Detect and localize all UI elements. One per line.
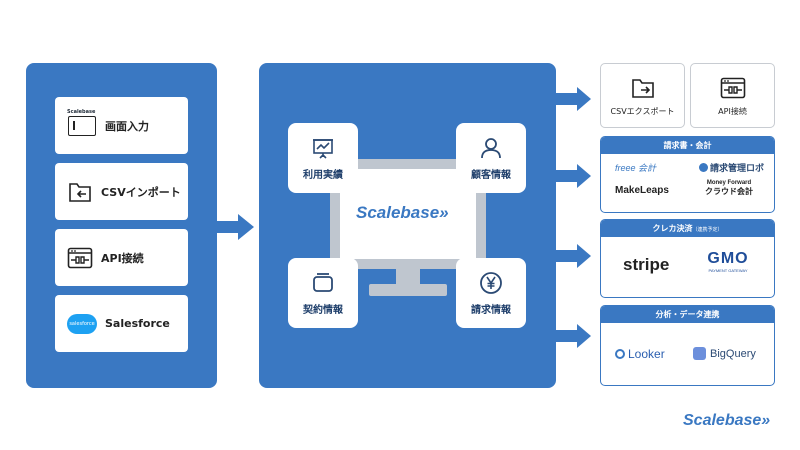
api-icon [720, 77, 745, 99]
input-label-api: API接続 [101, 251, 144, 265]
freee-logo-text: freee 会計 [615, 163, 657, 173]
billing-group-title: 請求書・会計 [601, 137, 774, 154]
yen-icon [480, 271, 502, 294]
user-icon [481, 137, 501, 158]
csv-export-icon [631, 79, 654, 98]
csv-export-label: CSVエクスポート [610, 107, 675, 116]
seikyu-robo-logo-text: 請求管理ロボ [710, 163, 765, 173]
moneyforward-logo-bottom: クラウド会計 [705, 187, 753, 196]
bigquery-logo-text: BigQuery [710, 347, 756, 360]
looker-logo: Looker [615, 347, 665, 361]
feature-card-contract: 契約情報 [288, 258, 358, 328]
moneyforward-logo-top: Money Forward [706, 180, 752, 186]
looker-icon [615, 349, 625, 359]
output-billing-group: 請求書・会計 freee 会計 請求管理ロボ MakeLeaps Money F… [600, 136, 775, 213]
stripe-logo: stripe [623, 255, 670, 274]
freee-logo: freee 会計 [615, 161, 656, 174]
input-label-salesforce: Salesforce [105, 317, 170, 330]
contract-box-icon [313, 272, 333, 292]
input-card-csv: CSVインポート [55, 163, 188, 220]
gmo-logo-text: GMO [707, 250, 749, 267]
input-card-salesforce: salesforce Salesforce [55, 295, 188, 352]
feature-card-customer: 顧客情報 [456, 123, 526, 193]
csv-import-icon [67, 179, 93, 205]
scalebase-screen-icon: Scalebase [67, 109, 97, 139]
scalebase-icon-text: Scalebase [67, 108, 96, 115]
looker-logo-text: Looker [628, 347, 665, 361]
api-output-label: API接続 [718, 107, 747, 116]
payment-group-title: クレカ決済 [652, 224, 693, 233]
gmo-logo-sub: PAYMENT GATEWAY [708, 268, 748, 273]
footer-scalebase-logo: Scalebase» [683, 412, 771, 429]
input-label-screen: 画面入力 [105, 119, 149, 133]
bigquery-logo: BigQuery [693, 347, 756, 360]
input-label-csv: CSVインポート [101, 185, 181, 199]
moneyforward-logo: Money Forward クラウド会計 [705, 180, 753, 197]
output-analytics-group: 分析・データ連携 Looker BigQuery [600, 305, 775, 386]
feature-label-usage: 利用実績 [303, 169, 343, 181]
salesforce-logo: salesforce [67, 311, 97, 337]
scalebase-core-panel: Scalebase» 利用実績 顧客情報 契約情報 請求情報 [259, 63, 556, 388]
makeleaps-logo: MakeLeaps [615, 185, 669, 196]
salesforce-logo-text: salesforce [67, 313, 97, 334]
bigquery-icon [693, 347, 706, 360]
feature-card-billing: 請求情報 [456, 258, 526, 328]
feature-label-billing: 請求情報 [471, 304, 511, 316]
presentation-chart-icon [313, 138, 333, 159]
payment-group-note: （連携予定） [692, 227, 723, 233]
output-api: API接続 [690, 63, 775, 128]
input-card-screen: Scalebase 画面入力 [55, 97, 188, 154]
analytics-group-title: 分析・データ連携 [601, 306, 774, 323]
center-scalebase-logo: Scalebase» [356, 203, 449, 222]
seikyu-robo-logo: 請求管理ロボ [699, 161, 764, 174]
api-icon [67, 245, 93, 271]
feature-label-customer: 顧客情報 [471, 169, 511, 181]
payment-group-header: クレカ決済（連携予定） [601, 220, 774, 237]
gmo-logo: GMO PAYMENT GATEWAY [697, 250, 759, 273]
output-payment-group: クレカ決済（連携予定） stripe GMO PAYMENT GATEWAY [600, 219, 775, 298]
input-card-api: API接続 [55, 229, 188, 286]
feature-label-contract: 契約情報 [303, 304, 343, 316]
feature-card-usage: 利用実績 [288, 123, 358, 193]
input-sources-panel: Scalebase 画面入力 CSVインポート API接続 sal [26, 63, 217, 388]
output-csv-export: CSVエクスポート [600, 63, 685, 128]
